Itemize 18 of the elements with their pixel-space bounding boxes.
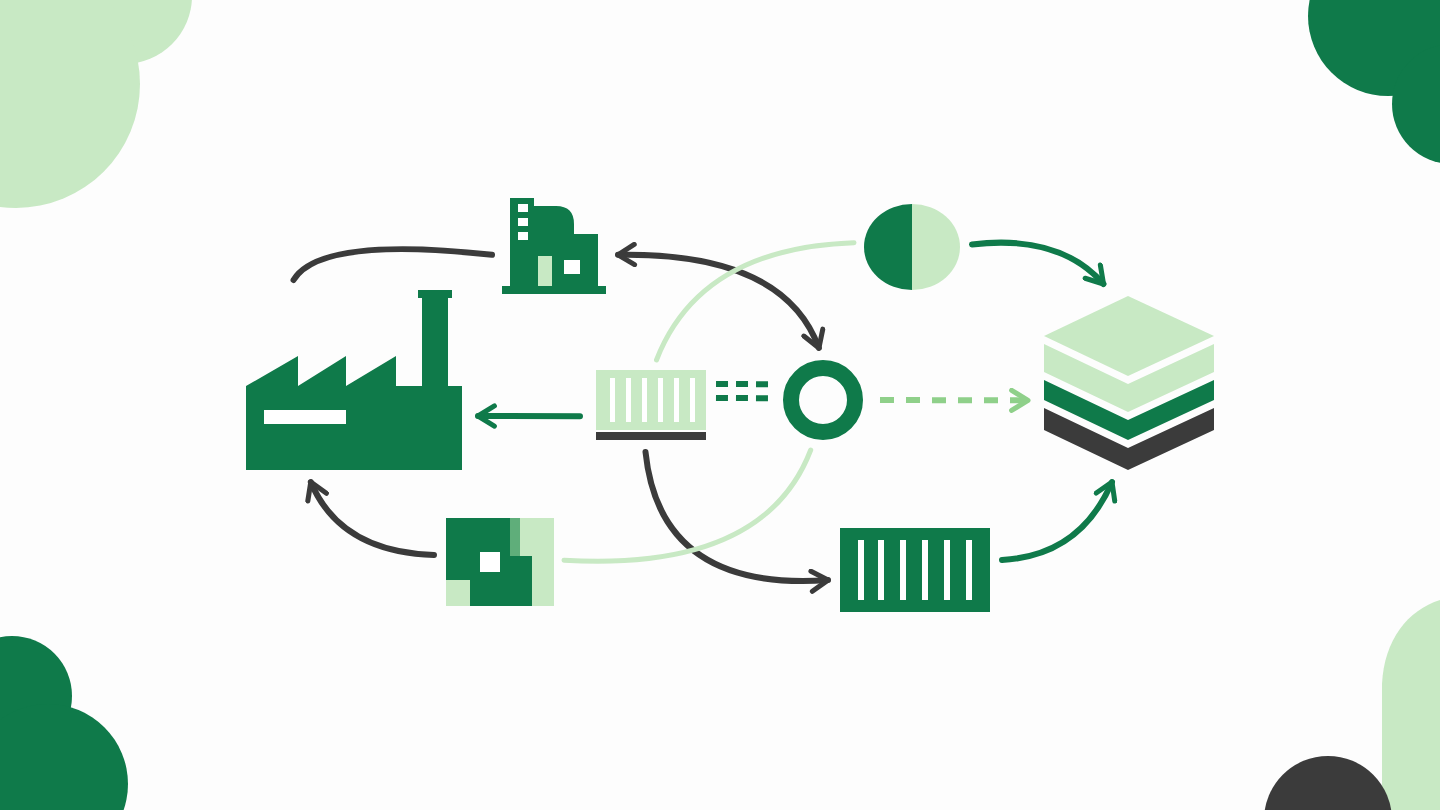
connector-line <box>654 240 857 363</box>
pixel-square-icon <box>446 518 554 606</box>
arrow <box>969 239 1107 287</box>
arrow <box>642 449 831 594</box>
arrow <box>306 479 437 558</box>
factory-icon <box>246 290 462 470</box>
container-icon <box>840 528 990 612</box>
dashed-arrow <box>880 387 1031 413</box>
ring-icon <box>782 360 864 440</box>
half-circle-icon <box>864 204 960 290</box>
layer-stack-icon <box>1044 296 1214 470</box>
connector-line <box>561 447 814 564</box>
connector-line <box>290 246 495 283</box>
double-headed-arrow <box>615 242 825 351</box>
arrow <box>475 403 583 429</box>
arrow <box>999 479 1117 563</box>
container-icon <box>596 370 706 440</box>
building-icon <box>502 196 606 294</box>
